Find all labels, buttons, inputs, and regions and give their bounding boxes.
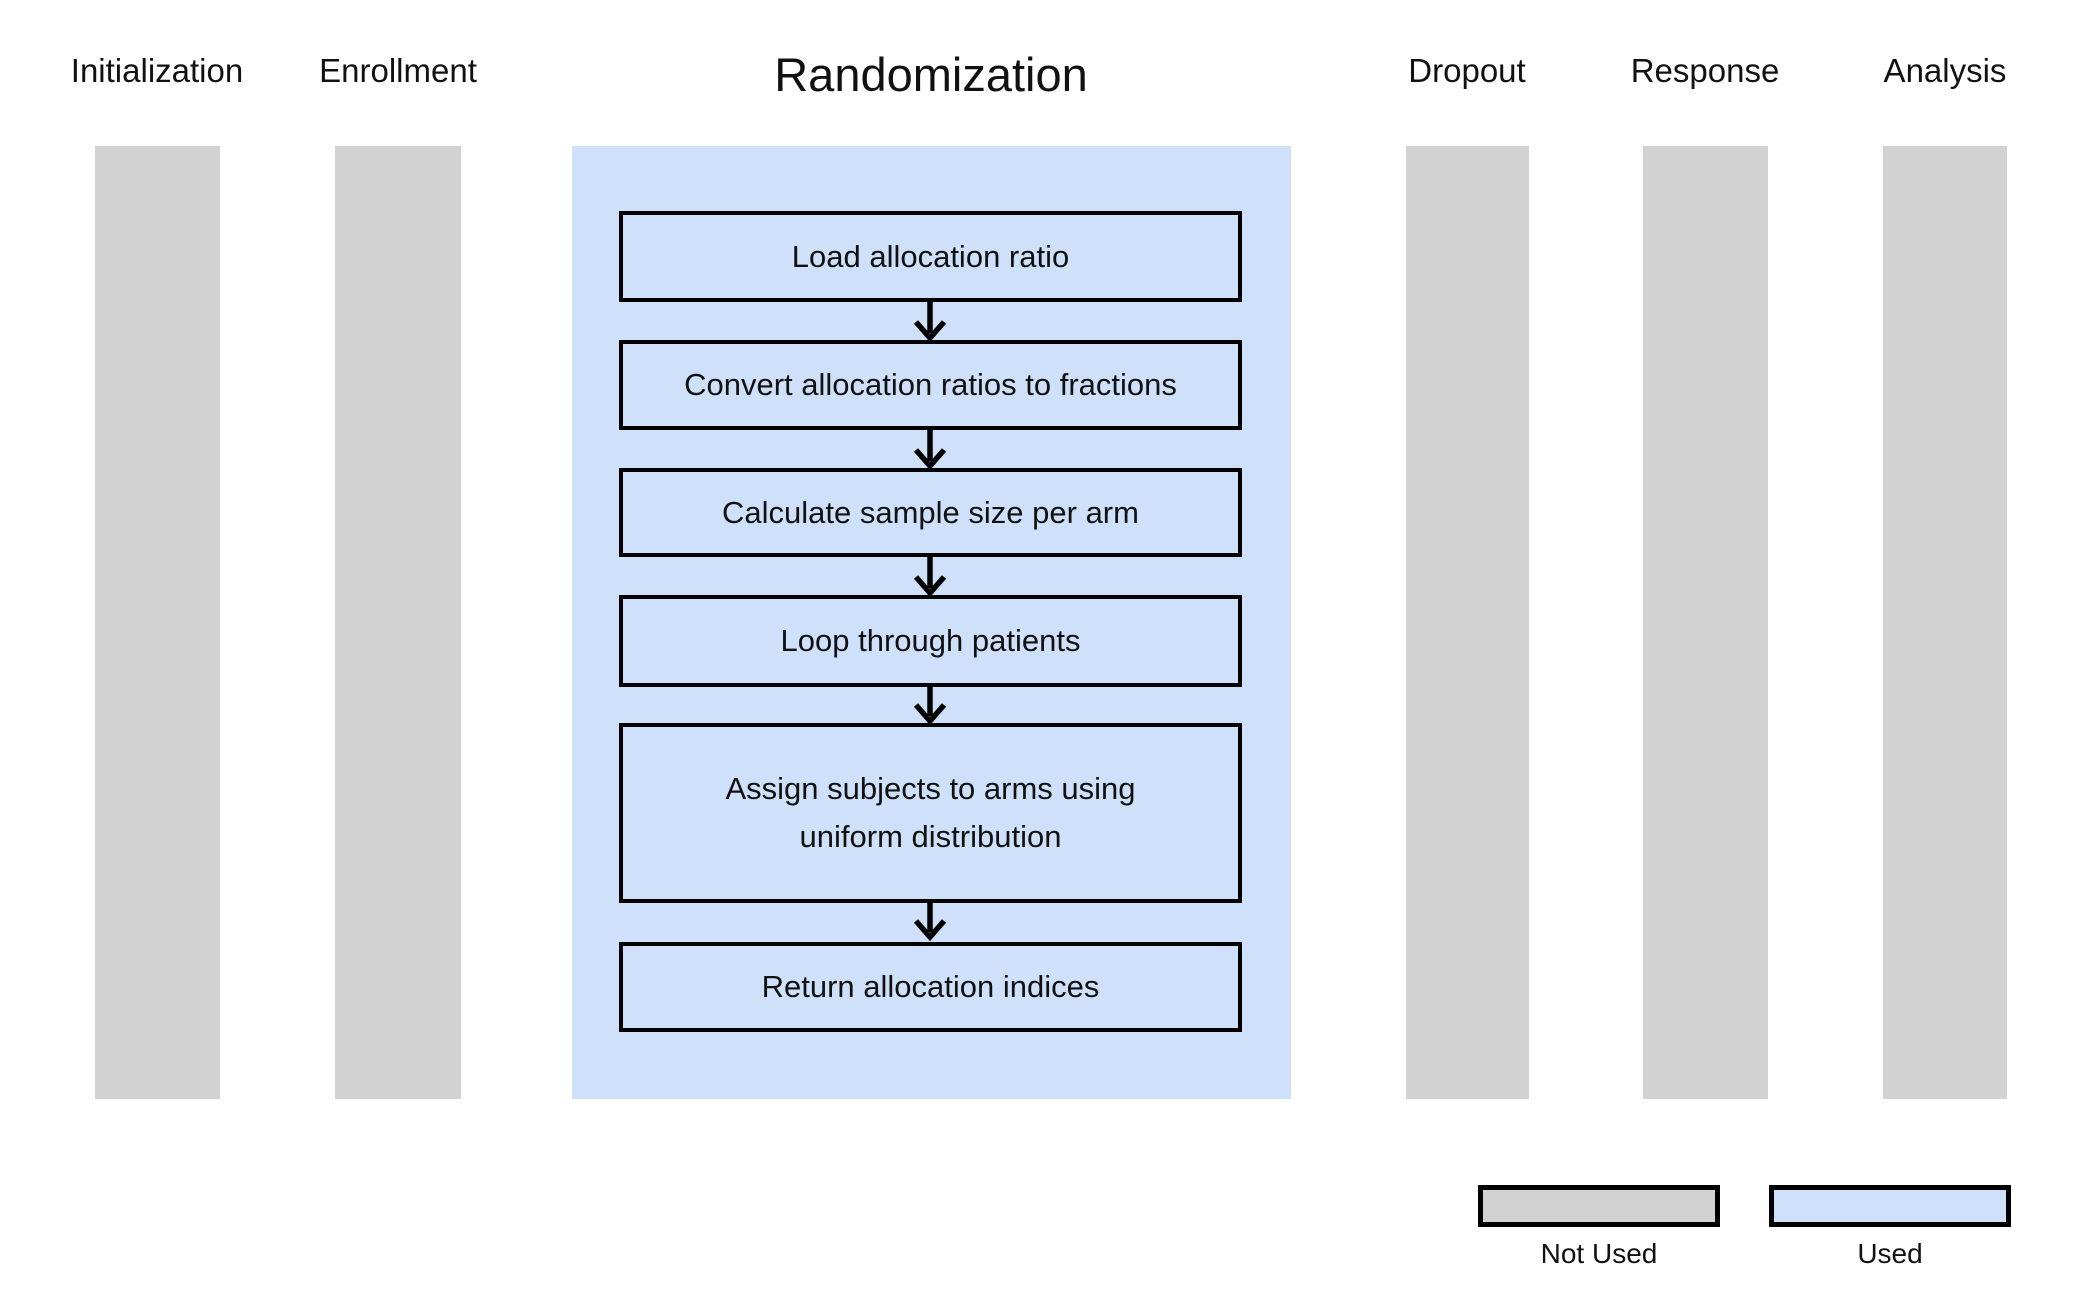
flow-step-loop-patients: Loop through patients bbox=[619, 595, 1242, 687]
legend-not-used-swatch bbox=[1478, 1185, 1720, 1227]
flow-arrow-4-icon bbox=[913, 683, 947, 725]
flow-step-label: Calculate sample size per arm bbox=[722, 494, 1139, 530]
flow-step-label: Convert allocation ratios to fractions bbox=[684, 367, 1177, 402]
flow-arrow-3-icon bbox=[913, 555, 947, 597]
column-header-response: Response bbox=[1630, 52, 1780, 89]
flow-arrow-1-icon bbox=[913, 300, 947, 342]
column-header-initialization: Initialization bbox=[70, 52, 244, 89]
column-bar-initialization bbox=[95, 146, 220, 1099]
legend-used-label: Used bbox=[1857, 1238, 1923, 1269]
flow-step-label: Assign subjects to arms using uniform di… bbox=[725, 771, 1136, 854]
flow-step-return-indices: Return allocation indices bbox=[619, 942, 1242, 1032]
flow-arrow-5-icon bbox=[913, 899, 947, 941]
column-header-analysis: Analysis bbox=[1883, 52, 2007, 89]
column-header-randomization: Randomization bbox=[774, 48, 1088, 101]
legend-not-used-label: Not Used bbox=[1540, 1238, 1658, 1269]
flow-step-assign-subjects: Assign subjects to arms using uniform di… bbox=[619, 723, 1242, 903]
flow-step-convert-ratios: Convert allocation ratios to fractions bbox=[619, 340, 1242, 430]
column-header-enrollment: Enrollment bbox=[319, 52, 477, 89]
flow-step-sample-size: Calculate sample size per arm bbox=[619, 468, 1242, 557]
flow-step-label: Loop through patients bbox=[780, 623, 1081, 658]
column-header-dropout: Dropout bbox=[1408, 52, 1526, 89]
legend-used-swatch bbox=[1769, 1185, 2011, 1227]
flow-step-label: Load allocation ratio bbox=[791, 238, 1070, 274]
column-bar-dropout bbox=[1406, 146, 1529, 1099]
column-bar-analysis bbox=[1883, 146, 2007, 1099]
flow-step-load-allocation-ratio: Load allocation ratio bbox=[619, 211, 1242, 302]
column-bar-enrollment bbox=[335, 146, 461, 1099]
column-bar-response bbox=[1643, 146, 1768, 1099]
flow-arrow-2-icon bbox=[913, 428, 947, 470]
flow-step-label: Return allocation indices bbox=[761, 969, 1100, 1004]
